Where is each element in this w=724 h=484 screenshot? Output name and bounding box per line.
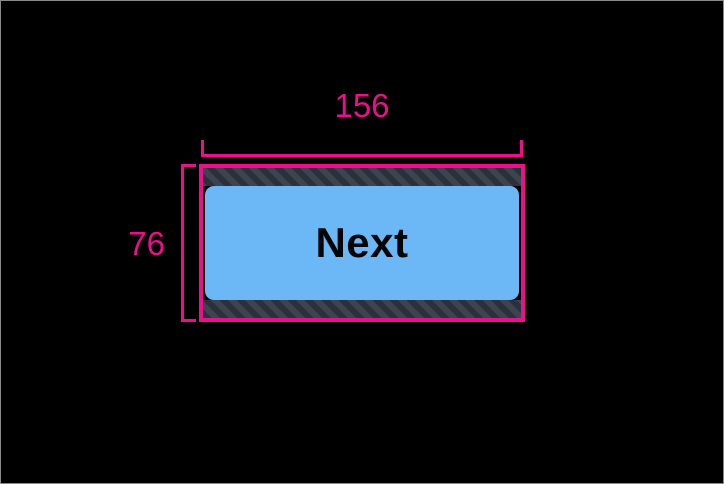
width-dimension-bracket: [201, 140, 523, 157]
measured-element[interactable]: Next: [199, 164, 525, 322]
height-dimension-value: 76: [128, 225, 165, 262]
width-dimension-value: 156: [334, 87, 390, 124]
height-dimension-bracket: [181, 164, 196, 322]
next-button-label: Next: [315, 219, 409, 266]
bottom-padding-band: [199, 300, 525, 322]
next-button[interactable]: Next: [205, 186, 519, 300]
top-padding-band: [199, 164, 525, 186]
